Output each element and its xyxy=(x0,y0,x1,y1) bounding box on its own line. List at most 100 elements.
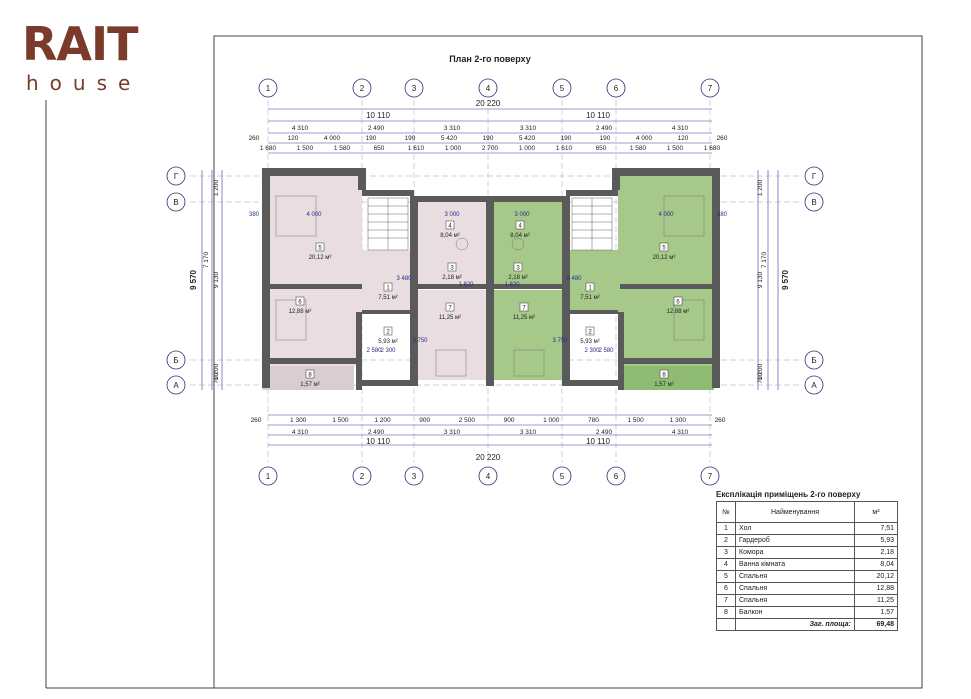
left-dimension-label: 9 130 xyxy=(213,271,220,288)
dimension-lines xyxy=(201,108,779,446)
room-number-box xyxy=(513,262,523,272)
room-tag: 17,51 м² xyxy=(378,282,398,301)
axis-circle xyxy=(606,78,626,98)
row-name: Ванна кімната xyxy=(735,558,855,571)
axis-letter-label: В xyxy=(811,198,816,207)
row-name: Спальня xyxy=(735,594,855,607)
axis-number-label: 3 xyxy=(412,84,417,93)
top-dimension-label: 1 580 xyxy=(334,145,351,152)
inner-dimension-label: 2 580 xyxy=(598,348,614,354)
bottom-dimension-label: 1 300 xyxy=(670,417,687,424)
company-logo: RAIT house xyxy=(22,18,192,100)
top-dimension-label: 4 310 xyxy=(672,125,689,132)
top-dimension-label: 120 xyxy=(288,135,299,142)
room-tag: 520,12 м² xyxy=(653,242,676,261)
inner-dimension-label: 3 480 xyxy=(396,276,412,282)
room-number: 7 xyxy=(522,306,526,312)
row-num: 4 xyxy=(716,558,736,571)
room-area: 12,88 м² xyxy=(289,309,312,315)
left-bedroom-fill xyxy=(268,176,362,366)
top-dimension-label: 4 310 xyxy=(292,125,309,132)
top-dimension-label: 4 000 xyxy=(636,135,653,142)
inner-dimension-label: 3 000 xyxy=(514,212,530,218)
explication-header-row: № Найменування м² xyxy=(716,501,898,523)
room-number: 4 xyxy=(518,224,522,230)
right-hall-fill xyxy=(562,250,618,310)
axis-number-label: 2 xyxy=(360,472,365,481)
room-number-box xyxy=(315,242,325,252)
axis-number-label: 2 xyxy=(360,84,365,93)
top-dimension-label: 650 xyxy=(596,145,607,152)
room-number: 7 xyxy=(448,306,452,312)
axis-circle xyxy=(258,466,278,486)
room-number: 2 xyxy=(588,330,592,336)
top-dimension-label: 3 310 xyxy=(520,125,537,132)
header-name: Найменування xyxy=(735,501,855,523)
axis-letter-label: В xyxy=(173,198,178,207)
axis-circle xyxy=(478,78,498,98)
bottom-dimension-label: 900 xyxy=(504,417,515,424)
room-number-box xyxy=(585,326,595,336)
inner-dimension-label: 380 xyxy=(717,212,728,218)
axis-circle xyxy=(166,192,186,212)
axis-letter-label: А xyxy=(811,381,817,390)
top-dimension-label: 1 580 xyxy=(630,145,647,152)
room-number: 3 xyxy=(450,266,454,272)
inner-dimension-label: 380 xyxy=(249,212,260,218)
bottom-dimension-label: 900 xyxy=(419,417,430,424)
row-name: Комора xyxy=(735,546,855,559)
axis-letter-label: Б xyxy=(811,356,816,365)
logo-wordmark: RAIT xyxy=(22,17,139,71)
row-area: 12,88 xyxy=(854,582,898,595)
axis-letter-label: Б xyxy=(173,356,178,365)
left-dimension-label: 1 200 xyxy=(213,363,220,380)
inner-dimension-label: 1 820 xyxy=(504,282,520,288)
room-area: 8,04 м² xyxy=(510,233,529,239)
room-explication: Експлікація приміщень 2-го поверху № Най… xyxy=(716,489,904,631)
bottom-dimension-label: 1 000 xyxy=(543,417,560,424)
total-area: 69,48 xyxy=(854,618,898,631)
top-dimension-label: 1 500 xyxy=(297,145,314,152)
half-width-label: 10 110 xyxy=(586,111,610,120)
left-dimension-label: 700 xyxy=(213,372,220,383)
axis-circle xyxy=(552,466,572,486)
room-area: 20,12 м² xyxy=(309,255,332,261)
axis-circle xyxy=(404,466,424,486)
axis-number-label: 1 xyxy=(266,472,271,481)
axis-number-label: 4 xyxy=(486,472,491,481)
room-number-box xyxy=(447,262,457,272)
total-label: Заг. площа: xyxy=(735,618,855,631)
bottom-dimension-label: 2 500 xyxy=(459,417,476,424)
bottom-dimension-label: 1 500 xyxy=(332,417,349,424)
top-dimension-label: 190 xyxy=(600,135,611,142)
half-width-label: 10 110 xyxy=(366,111,390,120)
room-tag: 612,88 м² xyxy=(667,296,689,315)
room-number-box xyxy=(659,242,669,252)
top-dimension-label: 1 000 xyxy=(519,145,536,152)
room-area: 20,12 м² xyxy=(653,255,676,261)
room-area: 2,18 м² xyxy=(442,275,461,281)
row-area: 5,93 xyxy=(854,534,898,547)
staircases xyxy=(367,197,613,251)
plan-title: План 2-го поверху xyxy=(449,54,531,64)
axis-letter-label: А xyxy=(173,381,179,390)
bottom-dimension-label: 780 xyxy=(588,417,599,424)
right-dimension-label: 1 200 xyxy=(757,363,764,380)
axis-circle xyxy=(166,375,186,395)
room-tag: 3 2,18 м² xyxy=(442,262,462,281)
room-number: 2 xyxy=(386,330,390,336)
row-name: Хол xyxy=(735,522,855,535)
top-dimension-label: 650 xyxy=(374,145,385,152)
bottom-dimension-label: 260 xyxy=(251,417,262,424)
room-number: 3 xyxy=(516,266,520,272)
room-number-box xyxy=(445,220,455,230)
bottom-dimension-label: 3 310 xyxy=(444,429,461,436)
explication-title: Експлікація приміщень 2-го поверху xyxy=(716,490,861,499)
